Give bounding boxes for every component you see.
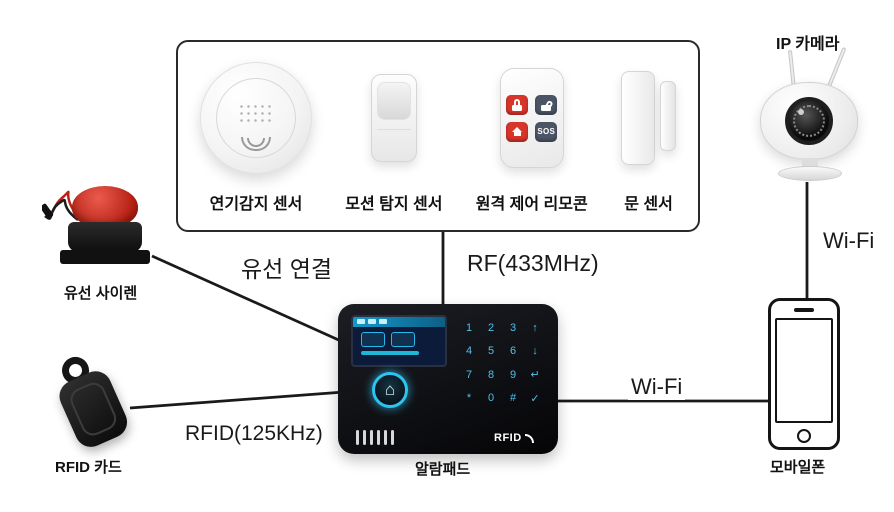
smoke-detector-vents [238,102,274,123]
keypad-key: ↑ [532,321,538,334]
phone-screen [775,318,833,423]
rfid-card-icon [46,348,142,453]
sensor-group-box: 연기감지 센서 모션 탐지 센서 [176,40,700,232]
alarm-pad-label: 알람패드 [415,461,471,478]
pad-rfid-text: RFID [494,432,522,444]
keypad-key: 6 [509,345,517,358]
connection-label-wifi-phone: Wi-Fi [628,374,686,400]
keypad-key: 9 [509,368,517,381]
door-sensor: 문 센서 [621,58,676,216]
line-siren-pad [151,254,353,348]
rfid-card-label: RFID 카드 [55,459,122,476]
keypad-key: ✓ [530,392,540,405]
ip-camera-icon [748,46,878,182]
motion-sensor-label: 모션 탐지 센서 [345,196,443,213]
line-rfid-pad [129,390,345,410]
remote-control: SOS 원격 제어 리모콘 [476,58,588,216]
status-bar [353,317,445,327]
door-sensor-icon [621,71,676,165]
connection-label-wifi-camera: Wi-Fi [820,228,878,254]
camera-lens-icon [785,97,833,145]
connection-label-rfid: RFID(125KHz) [182,422,326,446]
keypad-key: 8 [487,368,495,381]
motion-sensor-icon [370,74,417,162]
alarm-pad-keypad: 1 2 3 ↑ 4 5 6 ↓ 7 8 9 ↵ * 0 # ✓ [458,316,546,410]
lock-icon [506,94,529,115]
wired-siren-label: 유선 사이렌 [64,285,138,302]
keypad-key: ↓ [532,345,538,358]
sos-button-icon: SOS [535,121,558,142]
keypad-key: 1 [465,321,473,334]
wired-siren-icon [40,178,166,280]
unlock-icon [535,94,558,115]
motion-sensor: 모션 탐지 센서 [345,58,443,216]
speaker-grille-icon [356,430,394,445]
mobile-phone-icon [768,298,840,450]
rfid-signal-icon [524,433,534,443]
keypad-key: 7 [465,368,473,381]
ip-camera-label: IP 카메라 [776,36,840,53]
phone-home-button-icon [797,429,811,443]
remote-control-icon: SOS [499,68,564,168]
keypad-key: * [466,392,472,405]
alarm-pad-icon: ⌂ 1 2 3 ↑ 4 5 6 ↓ 7 8 9 ↵ * 0 # ✓ RFID [338,304,558,454]
alarm-pad-screen [351,315,447,367]
keypad-key: 0 [487,392,495,405]
connection-label-rf: RF(433MHz) [464,250,602,277]
smoke-detector-label: 연기감지 센서 [209,196,303,213]
home-icon [506,121,529,142]
door-sensor-label: 문 센서 [624,196,673,213]
siren-wires-icon [40,190,79,222]
siren-dome-icon [72,186,138,228]
keypad-key: ↵ [530,369,540,382]
earpiece-icon [794,308,814,312]
smoke-detector: 연기감지 센서 [200,58,312,216]
keypad-key: 4 [465,345,473,358]
keypad-key: 2 [487,321,495,334]
keypad-key: # [509,392,517,405]
mobile-phone-label: 모바일폰 [770,459,826,476]
keypad-key: 3 [509,321,517,334]
remote-control-label: 원격 제어 리모콘 [475,196,588,213]
home-button-icon: ⌂ [372,372,408,408]
keypad-key: 5 [487,345,495,358]
smoke-detector-icon [200,62,312,174]
connection-label-wired: 유선 연결 [238,250,336,284]
